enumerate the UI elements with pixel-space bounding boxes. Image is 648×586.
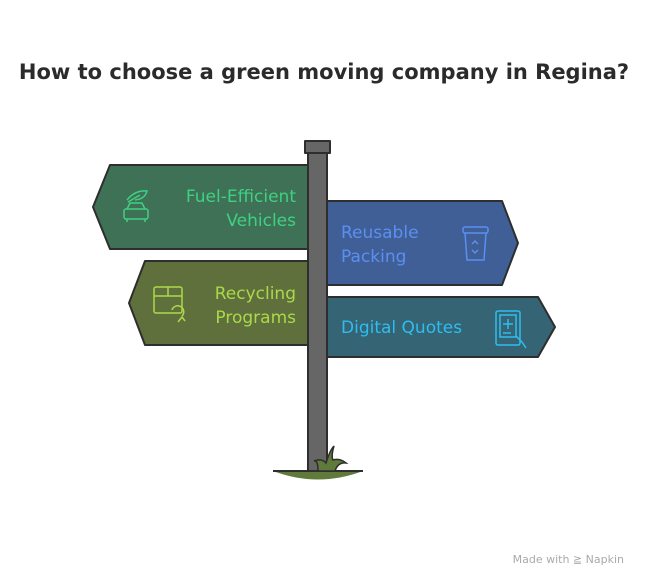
sign-digital-quotes-label: Digital Quotes [341, 318, 463, 338]
label-line: Vehicles [226, 211, 296, 231]
label-line: Packing [341, 247, 407, 267]
ground [273, 471, 363, 480]
napkin-watermark: Made with ≧ Napkin [512, 553, 624, 566]
label-line: Reusable [341, 223, 419, 243]
label-line: Programs [215, 308, 296, 328]
sign-reusable-packing-label: Reusable Packing [341, 221, 419, 269]
grass-icon [313, 445, 349, 472]
page-title: How to choose a green moving company in … [18, 60, 630, 84]
label-line: Fuel-Efficient [185, 187, 296, 207]
post-cap [304, 140, 331, 154]
eco-car-icon [123, 190, 149, 222]
sign-fuel-efficient-label: Fuel-Efficient Vehicles [168, 185, 296, 233]
sign-recycling-programs-label: Recycling Programs [196, 282, 296, 330]
label-line: Recycling [214, 284, 296, 304]
tablet-touch-icon [495, 310, 527, 349]
recycle-bin-icon [462, 226, 489, 261]
recycle-box-icon [153, 286, 186, 323]
post [307, 149, 328, 473]
